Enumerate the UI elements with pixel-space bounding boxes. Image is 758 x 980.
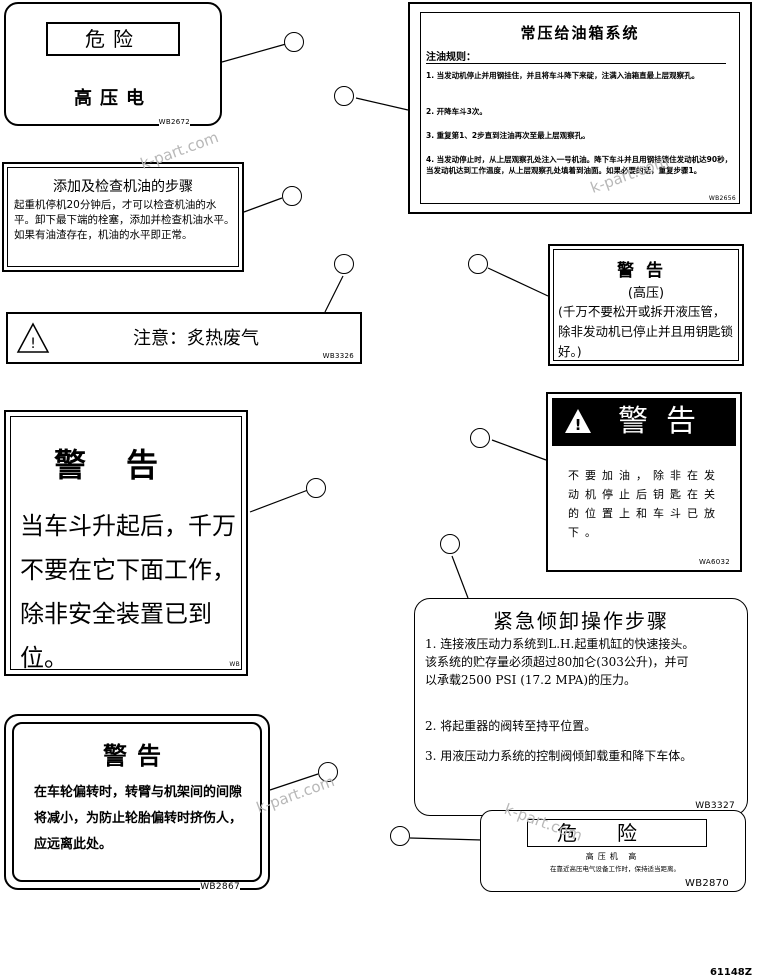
pressure-tank-item: 3. 重复第1、2步直到注油再次至最上层观察孔。	[426, 131, 590, 140]
part-code: WB2656	[708, 195, 736, 202]
callout-circle	[440, 534, 460, 554]
callout-circle	[306, 478, 326, 498]
oil-check-title: 添加及检查机油的步骤	[53, 179, 193, 195]
leader-line	[409, 837, 483, 841]
danger-title: 危险	[46, 22, 180, 56]
danger-high-voltage-label-2: 危险 高压机 高 在靠近高压电气设备工作时，保持适当距离。 WB2870	[480, 810, 746, 892]
pressure-tank-label: 常压给油箱系统 注油规则： 1. 当发动机停止并用钢挂住，并且将车斗降下来碇，注…	[408, 2, 752, 214]
leader-line	[249, 489, 309, 513]
part-code: WB2870	[685, 878, 729, 889]
part-code: WB2867	[200, 882, 240, 892]
warning-triangle-icon: !	[565, 409, 591, 434]
emergency-dump-step: 3. 用液压动力系统的控制阀倾卸载重和降下车体。	[425, 749, 693, 763]
high-pressure-label: 警告 (高压) (千万不要松开或拆开液压管，除非发动机已停止并且用钥匙锁好。)	[548, 244, 744, 366]
refuel-warning-label: ! 警告 不要加油，除非在发动机停止后钥匙在关的位置上和车斗已放下。 WA603…	[546, 392, 742, 572]
hot-exhaust-label: ! 注意：炙热废气 WB3326	[6, 312, 362, 364]
leader-line	[324, 275, 344, 313]
pressure-tank-title: 常压给油箱系统	[520, 24, 640, 42]
callout-circle	[470, 428, 490, 448]
wheel-warning-body: 在车轮偏转时，转臂与机架间的间隙将减小，为防止轮胎偏转时挤伤人，应远离此处。	[34, 785, 243, 852]
callout-circle	[284, 32, 304, 52]
bed-raised-body: 当车斗升起后，千万不要在它下面工作，除非安全装置已到位。	[20, 512, 236, 672]
svg-text:!: !	[30, 336, 36, 352]
pressure-tank-subtitle: 注油规则：	[426, 48, 726, 64]
leader-line	[355, 97, 409, 111]
callout-circle	[390, 826, 410, 846]
danger-text: 高压机 高	[585, 852, 641, 861]
pressure-tank-item: 1. 当发动机停止并用钢挂住，并且将车斗降下来碇，注满入油箱直最上层观察孔。	[426, 71, 700, 80]
emergency-dump-label: 紧急倾卸操作步骤 1. 连接液压动力系统到L.H.起重机缸的快速接头。该系统的贮…	[414, 598, 748, 816]
leader-line	[221, 43, 287, 63]
svg-text:!: !	[575, 416, 582, 434]
leader-line	[243, 197, 283, 213]
wheel-warning-label: 警告 在车轮偏转时，转臂与机架间的间隙将减小，为防止轮胎偏转时挤伤人，应远离此处…	[4, 714, 270, 892]
emergency-dump-title: 紧急倾卸操作步骤	[493, 609, 669, 633]
bed-raised-title: 警告	[53, 446, 198, 484]
high-voltage-text: 高压电	[74, 88, 152, 109]
oil-check-body: 起重机停机20分钟后，才可以检查机油的水平。卸下最下端的栓塞，添加并检查机油水平…	[14, 199, 235, 241]
leader-line	[487, 267, 549, 297]
part-code: WB2672	[158, 118, 190, 126]
emergency-dump-step: 2. 将起重器的阀转至持平位置。	[425, 719, 597, 733]
danger-high-voltage-label: 危险 高压电 WB2672	[4, 2, 222, 126]
figure-code: 61148Z	[709, 967, 752, 978]
wheel-warning-title: 警告	[103, 741, 171, 770]
emergency-dump-step: 1. 连接液压动力系统到L.H.起重机缸的快速接头。该系统的贮存量必须超过80加…	[425, 637, 695, 687]
bed-raised-warning-label: 警告 当车斗升起后，千万不要在它下面工作，除非安全装置已到位。 WB	[4, 410, 248, 676]
part-code: WB3326	[322, 352, 354, 360]
high-pressure-body: (千万不要松开或拆开液压管，除非发动机已停止并且用钥匙锁好。)	[558, 304, 734, 359]
leader-line	[451, 555, 469, 599]
callout-circle	[334, 254, 354, 274]
pressure-tank-item: 2. 开降车斗3次。	[426, 107, 487, 116]
warning-triangle-icon: !	[16, 322, 50, 353]
part-code: WA6032	[699, 558, 730, 566]
refuel-warning-body: 不要加油，除非在发动机停止后钥匙在关的位置上和车斗已放下。	[568, 469, 721, 539]
refuel-warning-title: 警告	[618, 404, 714, 439]
hot-exhaust-text: 注意：炙热废气	[133, 328, 259, 349]
callout-circle	[468, 254, 488, 274]
danger-small-text: 在靠近高压电气设备工作时，保持适当距离。	[550, 865, 680, 873]
part-code: WB	[229, 661, 240, 668]
callout-circle	[282, 186, 302, 206]
danger-title: 危险	[527, 819, 707, 847]
oil-check-label: 添加及检查机油的步骤 起重机停机20分钟后，才可以检查机油的水平。卸下最下端的栓…	[2, 162, 244, 272]
leader-line	[269, 773, 319, 791]
pressure-tank-item: 4. 当发动停止时，从上层观察孔处注入一号机油。降下车斗并且用钢挂锁住发动机达9…	[426, 155, 733, 175]
high-pressure-sub: (高压)	[627, 286, 665, 301]
high-pressure-title: 警告	[617, 261, 675, 281]
leader-line	[491, 439, 547, 461]
callout-circle	[334, 86, 354, 106]
part-code: WB3327	[695, 801, 735, 811]
callout-circle	[318, 762, 338, 782]
